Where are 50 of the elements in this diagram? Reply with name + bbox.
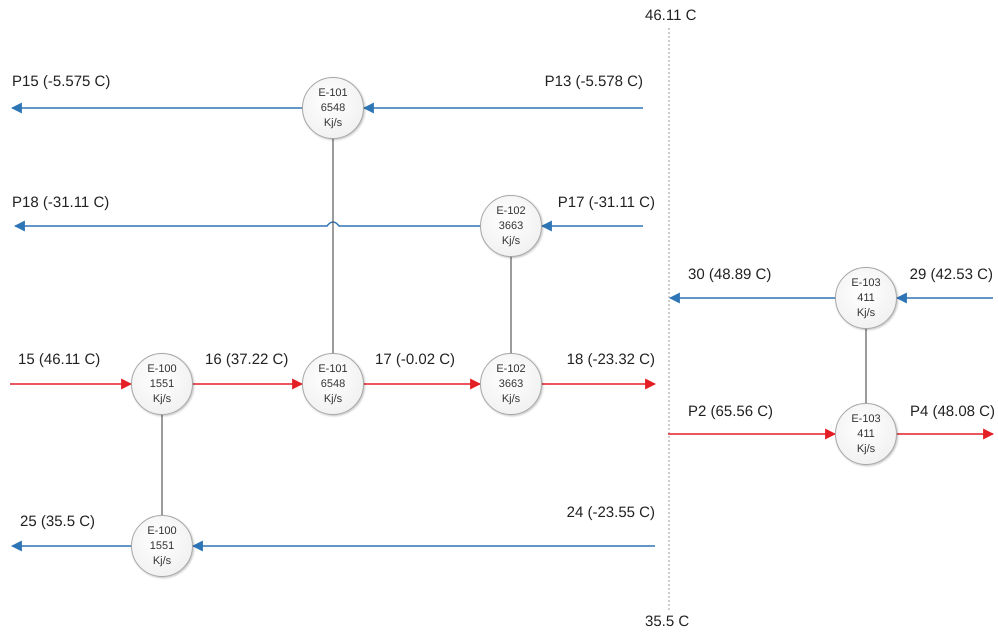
exchanger-circle (480, 195, 542, 257)
stream-label: P17 (-31.11 C) (558, 194, 655, 212)
exchanger-duty-text: E-100 1551 Kj/s (146, 524, 178, 568)
stream-label: P2 (65.56 C) (688, 403, 774, 421)
exchanger-duty-text: E-102 3663 Kj/s (495, 204, 527, 248)
exchanger-duty-text: E-100 1551 Kj/s (146, 362, 178, 406)
exchanger-circle (835, 267, 897, 329)
stream-arrow (364, 378, 482, 390)
stream-label: 17 (-0.02 C) (375, 351, 456, 369)
stream-arrow (540, 220, 643, 232)
exchanger-duty-text: E-103 411 Kj/s (850, 276, 882, 320)
stream-arrow (10, 102, 302, 114)
stream-label: P15 (-5.575 C) (12, 73, 110, 91)
stream-label: 24 (-23.55 C) (566, 504, 655, 522)
match-line (161, 415, 163, 515)
match-line (865, 329, 867, 403)
stream-arrow (10, 378, 132, 390)
exchanger-circle (302, 77, 364, 139)
match-line (332, 139, 334, 353)
exchanger-circle (835, 403, 897, 465)
exchanger-circle (302, 353, 364, 415)
stream-label: 29 (42.53 C) (910, 266, 993, 284)
exchanger-duty-text: E-103 411 Kj/s (850, 412, 882, 456)
stream-arrow (193, 378, 304, 390)
exchanger-duty-text: E-101 6548 Kj/s (317, 362, 349, 406)
stream-label: P13 (-5.578 C) (544, 73, 643, 91)
stream-arrow (668, 428, 836, 440)
stream-label: P4 (48.08 C) (910, 403, 995, 421)
stream-arrow (10, 540, 131, 552)
exchanger-circle (131, 353, 193, 415)
stream-arrow (668, 292, 835, 304)
match-line (510, 257, 512, 353)
stream-arrow (542, 378, 656, 390)
stream-label: 25 (35.5 C) (20, 513, 96, 531)
stream-arrow (14, 220, 480, 232)
exchanger-circle (480, 353, 542, 415)
exchanger-duty-text: E-101 6548 Kj/s (317, 86, 349, 130)
stream-arrow (897, 428, 994, 440)
stream-arrow (896, 292, 993, 304)
stream-label: 30 (48.89 C) (688, 266, 772, 284)
exchanger-duty-text: E-102 3663 Kj/s (495, 362, 527, 406)
stream-label: 15 (46.11 C) (18, 351, 100, 369)
stream-label: P18 (-31.11 C) (12, 194, 110, 212)
stream-label: 18 (-23.32 C) (566, 351, 655, 369)
stream-arrow (192, 540, 655, 552)
exchanger-circle (131, 515, 193, 577)
pinch-temperature: 35.5 C (645, 613, 690, 631)
stream-label: 16 (37.22 C) (205, 351, 288, 369)
pinch-temperature: 46.11 C (645, 7, 696, 25)
stream-arrow (362, 102, 643, 114)
